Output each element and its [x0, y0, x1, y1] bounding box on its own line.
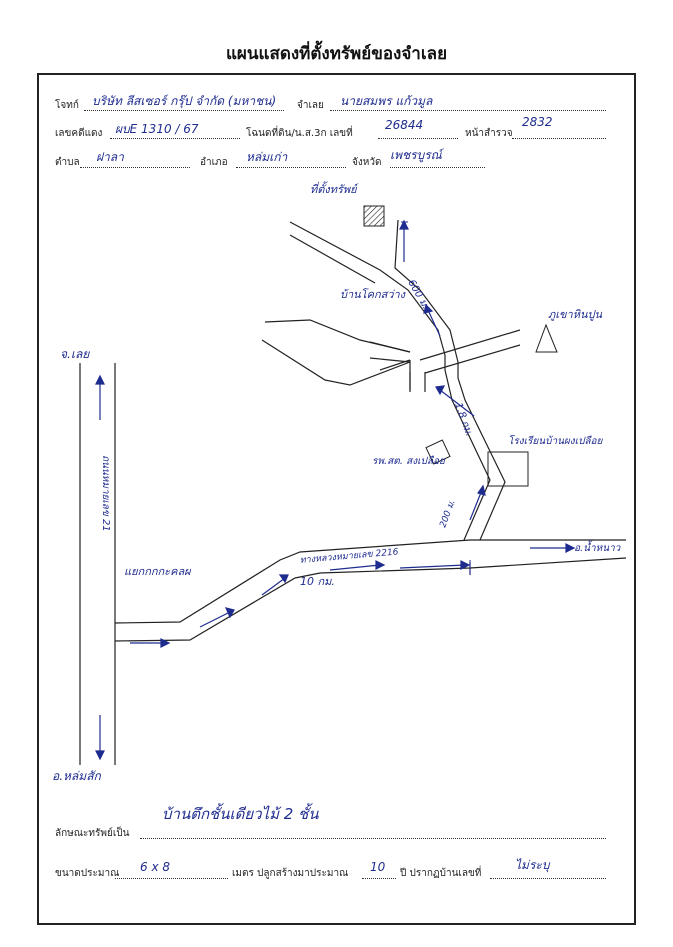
size-value: 6 x 8	[140, 860, 170, 874]
dist-1-8-label: 1.8 กม.	[452, 401, 474, 438]
deed-label: โฉนดที่ดิน/น.ส.3ก เลขที่	[246, 128, 353, 139]
district-label: อำเภอ	[200, 157, 228, 168]
school-label: โรงเรียนบ้านผงเปลือย	[508, 435, 604, 447]
survey-line	[512, 138, 606, 139]
dist-600-label: 600 ม.	[405, 278, 431, 311]
property-location-label: ที่ตั้งทรัพย์	[310, 181, 360, 196]
upper-road-right-edge	[394, 219, 459, 363]
mountain-label: ภูเขาหินปูน	[548, 308, 602, 321]
province-value: เพชรบูรณ์	[390, 148, 442, 162]
house-no-line	[490, 878, 606, 879]
to-lom-sak-label: อ.หล่มสัก	[52, 769, 102, 783]
house-no-value: ไม่ระบุ	[515, 858, 550, 872]
size-line	[115, 878, 228, 879]
to-nam-nao-label: อ.น้ำหนาว	[574, 540, 622, 554]
defendant-line	[330, 110, 606, 111]
junction-label: แยกกกกะคลผ	[124, 565, 192, 578]
survey-value: 2832	[522, 115, 553, 129]
cross-road-stub	[409, 372, 426, 392]
build-label: เมตร ปลูกสร้างมาประมาณ	[232, 868, 349, 879]
village-label: บ้านโคกสว่าง	[340, 288, 407, 301]
main-road-label: ถนนหมายเลข 21	[100, 455, 111, 532]
upper-road-inner	[289, 234, 376, 284]
size-label: ขนาดประมาณ	[55, 868, 120, 879]
side-road-upper	[264, 319, 411, 353]
build-line	[362, 878, 396, 879]
subdistrict-label: ตำบล	[55, 157, 80, 168]
plaintiff-value: บริษัท ลีสเซอร์ กรุ๊ป จำกัด (มหาชน)	[92, 94, 277, 108]
case-value: ผบE 1310 / 67	[115, 122, 199, 136]
health-station-label: รพ.สต. สงเปลือย	[372, 455, 446, 467]
cross-road-left	[369, 341, 411, 363]
survey-label: หน้าสำรวจ	[465, 128, 513, 139]
plaintiff-line	[84, 110, 284, 111]
deed-value: 26844	[385, 118, 424, 132]
defendant-value: นายสมพร แก้วมูล	[340, 94, 433, 108]
highway-label: ทางหลวงหมายเลข 2216	[299, 547, 399, 566]
dist-200-label: 200 ม.	[438, 499, 457, 530]
dist-10-label: 10 กม.	[300, 575, 335, 588]
subdistrict-line	[80, 167, 190, 168]
case-label: เลขคดีแดง	[55, 128, 103, 139]
branch-road-right-edge	[457, 362, 506, 541]
house-no-label: ปี ปรากฏบ้านเลขที่	[400, 868, 482, 879]
form-frame	[37, 73, 636, 925]
property-type-label: ลักษณะทรัพย์เป็น	[55, 828, 130, 839]
district-line	[236, 167, 346, 168]
subdistrict-value: ฝาลา	[96, 150, 124, 164]
province-line	[390, 167, 485, 168]
highway-lower-edge	[114, 557, 627, 642]
page-title: แผนแสดงที่ตั้งทรัพย์ของจำเลย	[225, 44, 448, 64]
cross-road-upper	[379, 329, 521, 390]
province-label: จังหวัด	[352, 157, 382, 168]
mountain-triangle	[535, 323, 558, 353]
deed-line	[378, 138, 458, 139]
plaintiff-label: โจทก์	[55, 100, 79, 111]
to-loei-label: จ.เลย	[60, 347, 90, 361]
highway-upper-edge	[114, 539, 626, 624]
build-value: 10	[370, 860, 386, 874]
property-type-value: บ้านตึกชั้นเดียวไม้ 2 ชั้น	[162, 805, 319, 823]
school-box	[487, 451, 529, 487]
health-station-box	[425, 439, 451, 465]
case-line	[110, 138, 240, 139]
branch-road-left-edge	[444, 355, 491, 541]
defendant-label: จำเลย	[297, 100, 324, 111]
side-road-lower	[261, 339, 411, 386]
property-marker	[363, 205, 385, 227]
upper-road-left-edge	[289, 221, 446, 356]
property-type-line	[140, 838, 606, 839]
district-value: หล่มเก่า	[246, 150, 288, 164]
